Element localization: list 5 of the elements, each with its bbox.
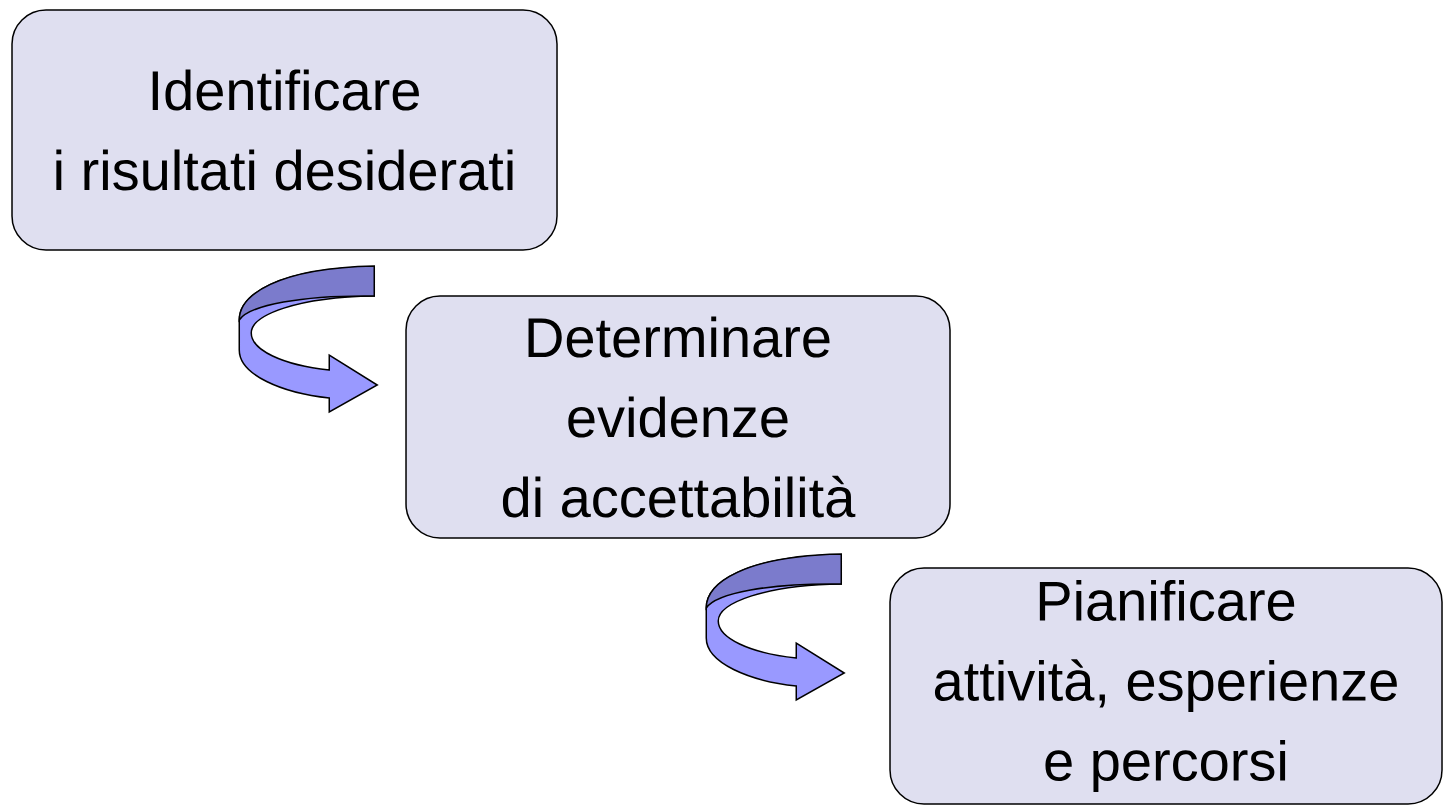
- curved-arrow: [705, 553, 845, 701]
- process-box: Determinare evidenze di accettabilità: [405, 295, 951, 539]
- curved-arrow: [238, 265, 378, 413]
- process-box: Pianificare attività, esperienze e percorsi: [889, 567, 1443, 805]
- process-box: Identificare i risultati desiderati: [11, 9, 558, 251]
